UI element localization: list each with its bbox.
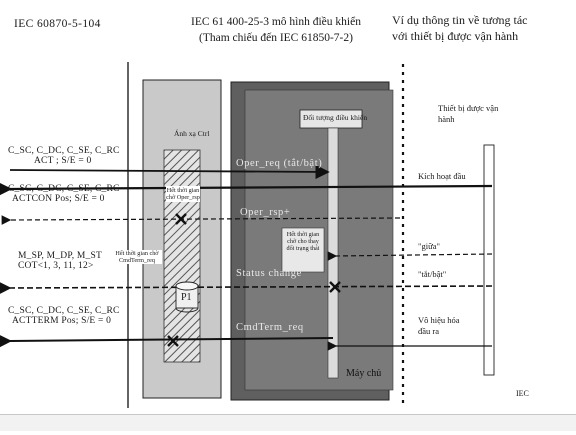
- left-signal-1: C_SC, C_DC, C_SE, C_RC ACT ; S/E = 0: [8, 146, 120, 167]
- control-object-lifeline: [327, 127, 339, 379]
- mapping-title: Ánh xạ Ctrl: [174, 129, 210, 138]
- left-signal-4-line1: C_SC, C_DC, C_SE, C_RC: [8, 306, 120, 316]
- device-between: "giữa": [418, 241, 440, 251]
- timeout-cmdterm: Hết thời gian chờ CmdTerm_req: [112, 250, 162, 265]
- header-left: IEC 60870-5-104: [14, 18, 101, 30]
- p1-cylinder: [175, 281, 199, 313]
- arrow-oper-req: [9, 164, 330, 180]
- left-signal-1-line2: ACT ; S/E = 0: [34, 156, 92, 167]
- left-signal-2: C_SC, C_DC, C_SE, C_RC ACTCON Pos; S/E =…: [8, 184, 120, 205]
- header-middle: IEC 61 400-25-3 mô hình điều khiển (Tham…: [176, 16, 376, 44]
- header-right-line1: Ví dụ thông tin về tương tác: [392, 13, 528, 27]
- arrow-kich-hoat: [0, 180, 493, 198]
- device-title-line2: hành: [438, 114, 455, 125]
- cross-marker-1: [175, 213, 187, 225]
- device-lifeline: [483, 144, 495, 376]
- left-signal-4-line2: ACTTERM Pos; S/E = 0: [12, 316, 112, 327]
- p1-label: P1: [181, 292, 192, 303]
- server-title: Máy chủ: [346, 368, 382, 379]
- left-signal-2-line2: ACTCON Pos; S/E = 0: [12, 194, 105, 205]
- mapping-hatch-area: [163, 149, 201, 363]
- device-invalidate-line1: Vô hiệu hóa: [418, 315, 460, 325]
- oper-rsp-label: Oper_rsp+: [240, 207, 291, 218]
- header-middle-line2: (Tham chiếu đến IEC 61850-7-2): [199, 31, 353, 44]
- arrow-between: [327, 251, 493, 261]
- device-off-on: "tắt/bật": [418, 269, 447, 279]
- arrow-oper-rsp: [1, 215, 401, 225]
- left-signal-3: M_SP, M_DP, M_ST COT<1, 3, 11, 12>: [18, 251, 102, 272]
- left-signal-3-line1: M_SP, M_DP, M_ST: [18, 251, 102, 261]
- iec-footer-label: IEC: [516, 389, 529, 398]
- timeout-oper-rsp: Hết thời gian chờ Oper_rsp: [166, 186, 200, 203]
- left-signal-1-line1: C_SC, C_DC, C_SE, C_RC: [8, 146, 120, 156]
- header-middle-line1: IEC 61 400-25-3 mô hình điều khiển: [191, 16, 361, 28]
- header-right: Ví dụ thông tin về tương tác với thiết b…: [392, 13, 528, 44]
- wait-state-label: Hết thời gian chờ cho thay đổi trạng thá…: [286, 231, 320, 253]
- cross-marker-2: [329, 281, 341, 293]
- status-change-label: Status change: [236, 268, 302, 279]
- device-title: Thiết bị được vận hành: [438, 103, 499, 125]
- device-activate: Kích hoạt đầu: [418, 171, 466, 181]
- left-signal-2-line1: C_SC, C_DC, C_SE, C_RC: [8, 184, 120, 194]
- left-signal-3-line2: COT<1, 3, 11, 12>: [18, 261, 94, 272]
- device-invalidate-line2: đầu ra: [418, 326, 440, 337]
- device-invalidate: Vô hiệu hóa đầu ra: [418, 315, 460, 337]
- bottom-strip: [0, 414, 576, 431]
- wait-state-box: [281, 227, 325, 273]
- control-object-label: Đối tượng điều khiển: [303, 113, 368, 122]
- cross-marker-3: [167, 335, 179, 347]
- arrow-status-change: [0, 281, 493, 295]
- left-signal-4: C_SC, C_DC, C_SE, C_RC ACTTERM Pos; S/E …: [8, 306, 120, 327]
- oper-req-label: Oper_req (tắt/bật): [236, 158, 323, 169]
- cmdterm-req-label: CmdTerm_req: [236, 322, 304, 333]
- device-title-line1: Thiết bị được vận: [438, 103, 499, 113]
- header-right-line2: với thiết bị được vận hành: [392, 29, 519, 44]
